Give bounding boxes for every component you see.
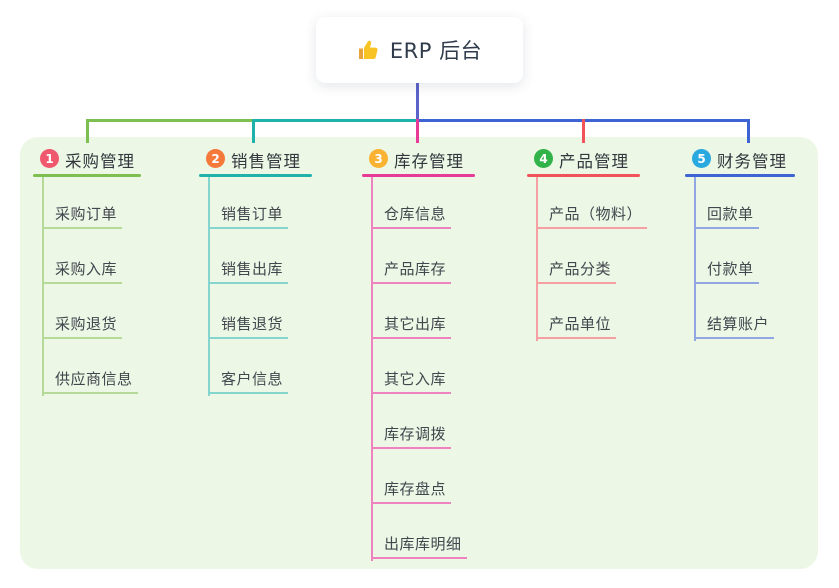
branch-label: 库存管理 bbox=[394, 152, 464, 171]
branch-underline bbox=[33, 174, 141, 177]
child-node[interactable]: 采购退货 bbox=[42, 315, 123, 339]
branch-underline bbox=[362, 174, 475, 177]
child-node[interactable]: 产品单位 bbox=[536, 315, 617, 339]
child-node[interactable]: 销售订单 bbox=[208, 205, 289, 229]
child-node[interactable]: 回款单 bbox=[694, 205, 759, 229]
branch-label: 销售管理 bbox=[231, 152, 301, 171]
branch-number-badge: 1 bbox=[40, 149, 59, 168]
child-node[interactable]: 采购订单 bbox=[42, 205, 123, 229]
child-node[interactable]: 产品分类 bbox=[536, 260, 617, 284]
child-node[interactable]: 销售出库 bbox=[208, 260, 289, 284]
branch-number-badge: 5 bbox=[692, 149, 711, 168]
branch-underline bbox=[527, 174, 640, 177]
child-node[interactable]: 其它出库 bbox=[371, 315, 452, 339]
child-node[interactable]: 其它入库 bbox=[371, 370, 452, 394]
child-node[interactable]: 产品库存 bbox=[371, 260, 452, 284]
branch-children-line bbox=[371, 177, 373, 561]
thumbs-up-icon bbox=[357, 38, 381, 62]
child-node[interactable]: 产品（物料） bbox=[536, 205, 648, 229]
branch-children-line bbox=[536, 177, 538, 341]
branch-drop-line bbox=[252, 119, 255, 143]
child-node[interactable]: 出库库明细 bbox=[371, 535, 467, 559]
root-title: ERP 后台 bbox=[389, 39, 483, 63]
branch-drop-line bbox=[747, 119, 750, 143]
main-line-segment-1 bbox=[86, 119, 255, 122]
branch-label: 财务管理 bbox=[717, 152, 787, 171]
branch-underline bbox=[685, 174, 795, 177]
branch-drop-line bbox=[582, 119, 585, 143]
branches-panel bbox=[20, 137, 818, 569]
branch-children-line bbox=[694, 177, 696, 341]
child-node[interactable]: 结算账户 bbox=[694, 315, 775, 339]
child-node[interactable]: 客户信息 bbox=[208, 370, 289, 394]
child-node[interactable]: 库存盘点 bbox=[371, 480, 452, 504]
branch-label: 产品管理 bbox=[559, 152, 629, 171]
child-node[interactable]: 供应商信息 bbox=[42, 370, 138, 394]
branch-number-badge: 4 bbox=[534, 149, 553, 168]
branch-underline bbox=[199, 174, 312, 177]
branch-children-line bbox=[208, 177, 210, 396]
child-node[interactable]: 库存调拨 bbox=[371, 425, 452, 449]
branch-drop-line bbox=[416, 119, 419, 143]
root-node[interactable]: ERP 后台 bbox=[316, 17, 523, 83]
branch-number-badge: 3 bbox=[369, 149, 388, 168]
child-node[interactable]: 销售退货 bbox=[208, 315, 289, 339]
main-line-segment-2 bbox=[252, 119, 419, 122]
root-drop-line bbox=[416, 83, 419, 122]
branch-children-line bbox=[42, 177, 44, 396]
child-node[interactable]: 仓库信息 bbox=[371, 205, 452, 229]
branch-label: 采购管理 bbox=[65, 152, 135, 171]
child-node[interactable]: 付款单 bbox=[694, 260, 759, 284]
branch-number-badge: 2 bbox=[206, 149, 225, 168]
child-node[interactable]: 采购入库 bbox=[42, 260, 123, 284]
branch-drop-line bbox=[86, 119, 89, 143]
